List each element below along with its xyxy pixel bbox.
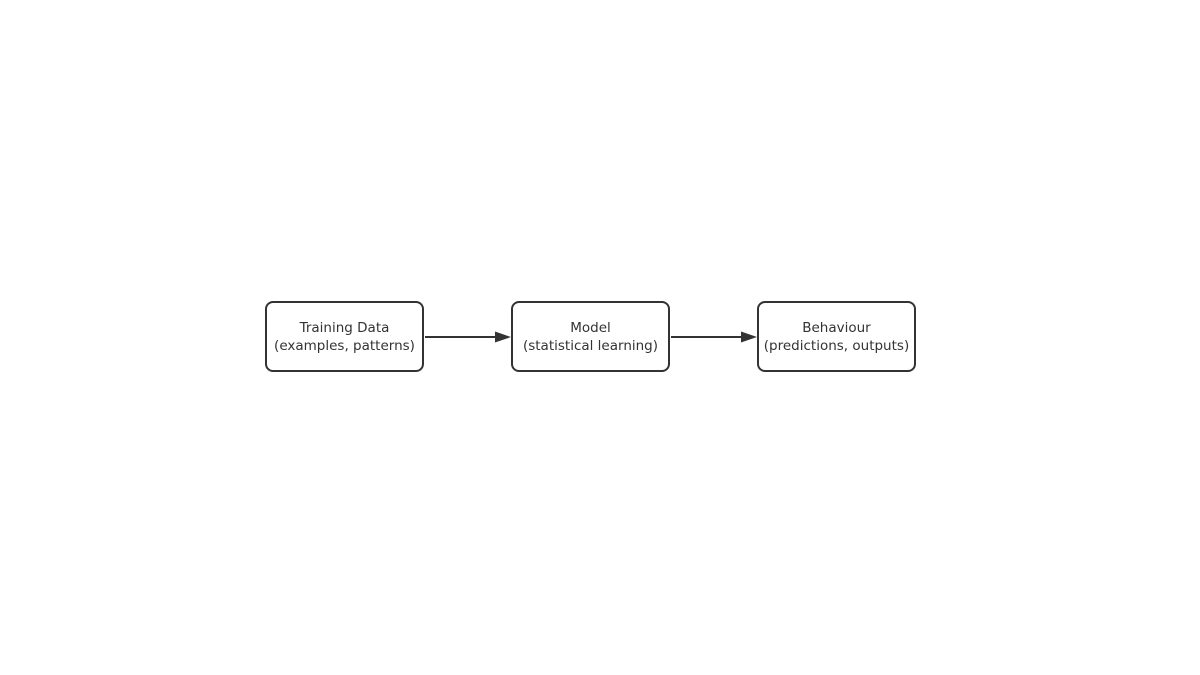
- arrow-training-data-to-model: [425, 331, 511, 343]
- node-model-subtitle: (statistical learning): [522, 337, 659, 354]
- node-model-title: Model: [570, 319, 611, 336]
- arrow-model-to-behaviour: [671, 331, 757, 343]
- node-training-data-title: Training Data: [299, 319, 390, 336]
- node-training-data-subtitle: (examples, patterns): [274, 337, 415, 354]
- node-training-data: Training Data (examples, patterns): [265, 301, 424, 372]
- node-model: Model (statistical learning): [511, 301, 670, 372]
- node-behaviour-title: Behaviour: [802, 319, 871, 336]
- node-behaviour-subtitle: (predictions, outputs): [763, 337, 910, 354]
- node-behaviour: Behaviour (predictions, outputs): [757, 301, 916, 372]
